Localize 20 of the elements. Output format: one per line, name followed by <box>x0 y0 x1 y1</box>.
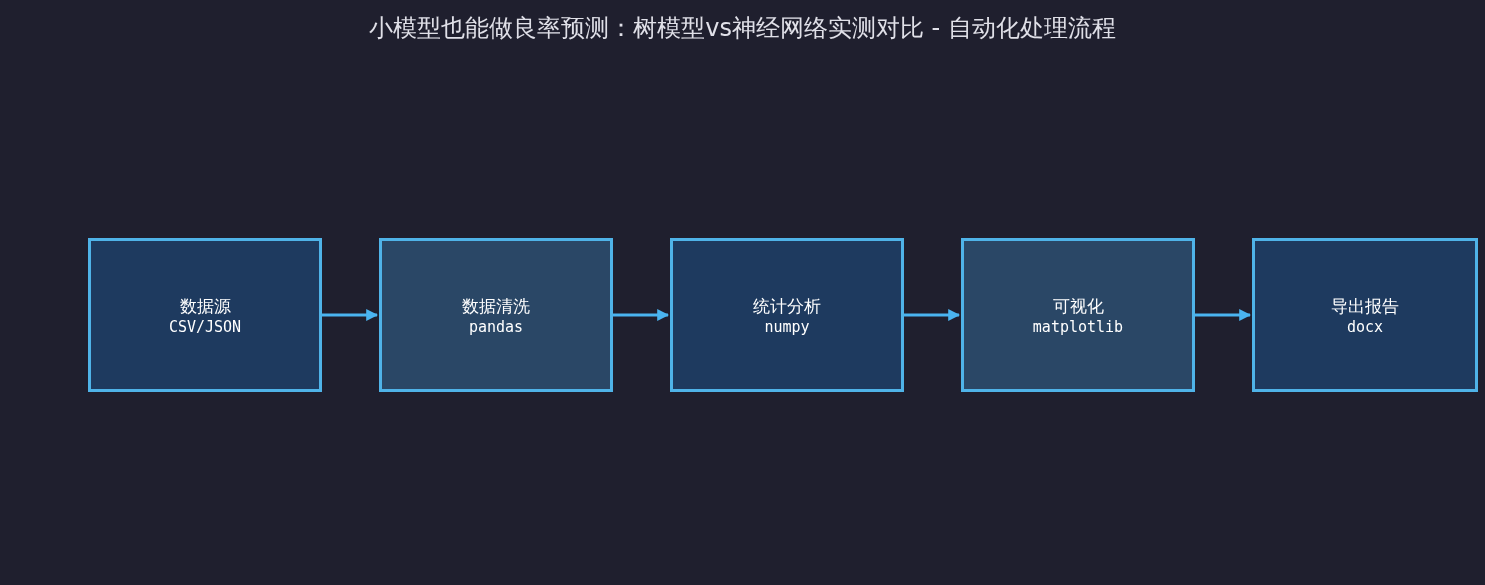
arrow <box>904 309 961 321</box>
arrow <box>322 309 379 321</box>
diagram-title: 小模型也能做良率预测：树模型vs神经网络实测对比 - 自动化处理流程 <box>368 13 1117 44</box>
step-title: 可视化 <box>1052 294 1104 318</box>
arrow <box>613 309 670 321</box>
arrow <box>1195 309 1252 321</box>
process-box <box>379 238 613 392</box>
process-box <box>1252 238 1478 392</box>
step-title: 数据清洗 <box>462 294 530 318</box>
process-box <box>961 238 1195 392</box>
step-title: 数据源 <box>179 294 231 318</box>
step-title: 导出报告 <box>1331 294 1399 318</box>
process-box <box>88 238 322 392</box>
tool-name: pandas <box>468 317 524 336</box>
tool-name: numpy <box>764 317 810 336</box>
tool-name: matplotlib <box>1032 317 1124 336</box>
process-box <box>670 238 904 392</box>
tool-name: docx <box>1346 317 1384 336</box>
tool-name: CSV/JSON <box>168 317 242 336</box>
step-title: 统计分析 <box>753 294 821 318</box>
